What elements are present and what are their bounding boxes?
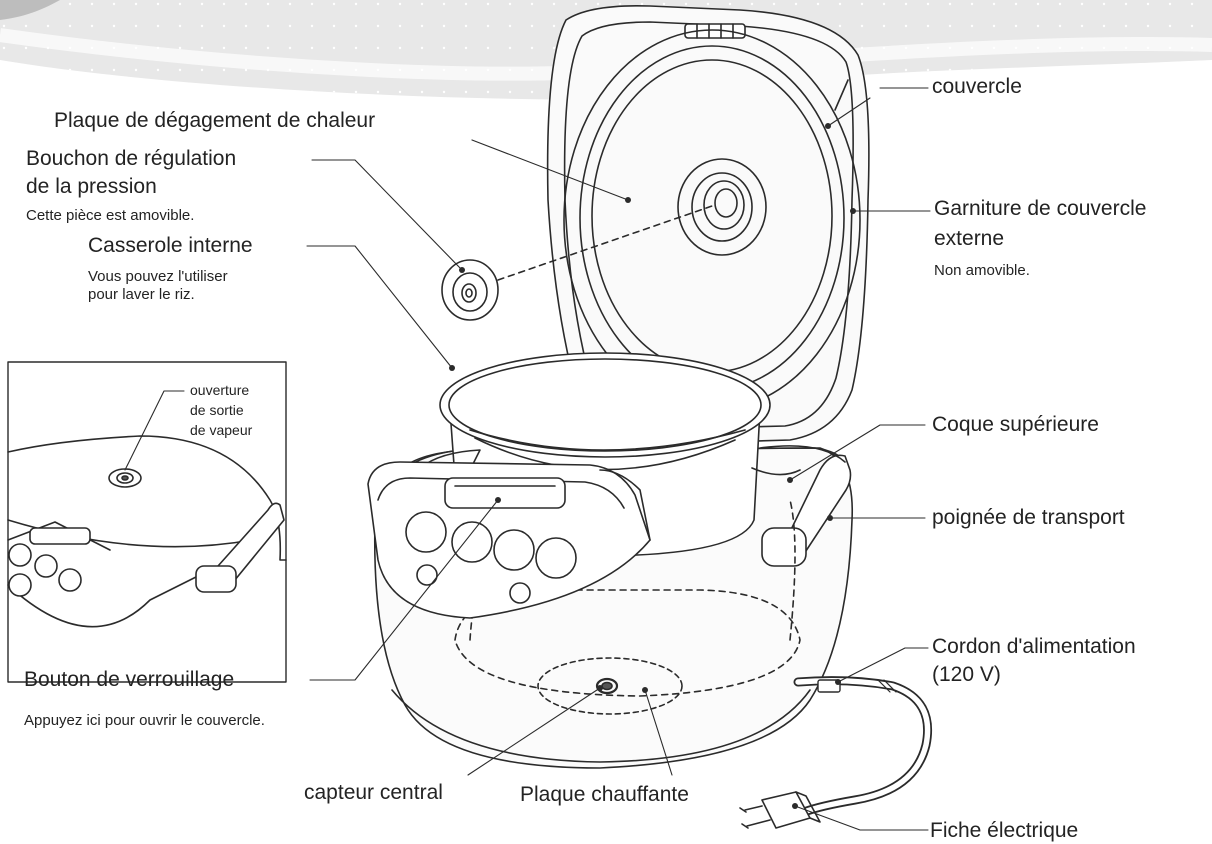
pressure-plug-part	[441, 259, 499, 321]
label-plaque-chauffante: Plaque chauffante	[520, 783, 689, 806]
label-couvercle: couvercle	[932, 75, 1022, 98]
label-ouverture-line3: de vapeur	[190, 422, 253, 438]
label-casserole-note2: pour laver le riz.	[88, 286, 195, 303]
label-casserole: Casserole interne	[88, 234, 253, 257]
label-bouchon-line2: de la pression	[26, 175, 157, 198]
label-cordon-line2: (120 V)	[932, 663, 1001, 686]
electric-plug	[739, 791, 821, 829]
control-panel	[367, 461, 651, 619]
label-ouverture-line1: ouverture	[190, 382, 250, 398]
label-poignee: poignée de transport	[932, 506, 1125, 529]
label-garniture-line1: Garniture de couvercle	[934, 197, 1147, 220]
label-casserole-note1: Vous pouvez l'utiliser	[88, 268, 228, 285]
leader-dots	[449, 123, 856, 809]
inset-detail	[7, 361, 287, 683]
label-bouton: Bouton de verrouillage	[24, 668, 235, 691]
label-ouverture-line2: de sortie	[190, 402, 244, 418]
label-capteur: capteur central	[304, 781, 443, 804]
label-plaque-degagement: Plaque de dégagement de chaleur	[54, 109, 376, 132]
label-cordon-line1: Cordon d'alimentation	[932, 635, 1136, 658]
label-bouchon-line1: Bouchon de régulation	[26, 147, 237, 170]
lid	[546, 4, 870, 446]
power-cord	[793, 676, 933, 817]
label-fiche: Fiche électrique	[930, 819, 1079, 842]
leader-lines	[124, 87, 931, 831]
label-garniture-line2: externe	[934, 227, 1005, 250]
label-coque: Coque supérieure	[932, 413, 1099, 436]
label-garniture-note: Non amovible.	[934, 262, 1030, 279]
label-bouchon-note: Cette pièce est amovible.	[26, 207, 195, 224]
label-bouton-note: Appuyez ici pour ouvrir le couvercle.	[24, 712, 265, 729]
